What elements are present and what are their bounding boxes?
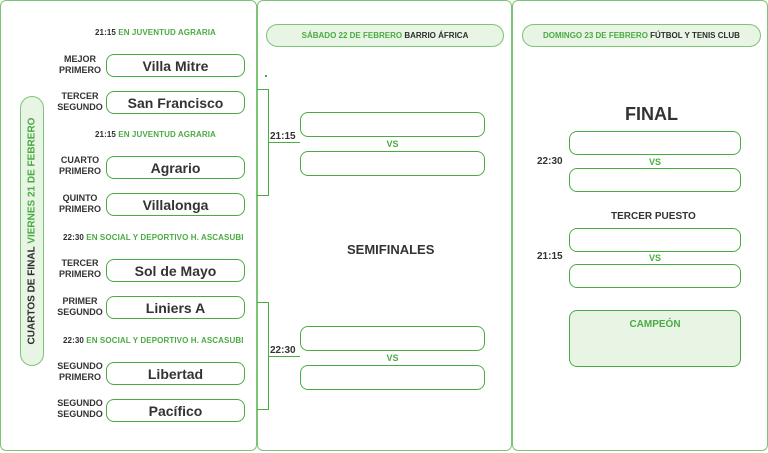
decorative-dot <box>265 75 267 77</box>
semifinal-2-slot-b <box>300 365 485 390</box>
final-vs: VS <box>648 157 661 167</box>
semifinal-1-time: 21:15 <box>270 131 296 142</box>
team-box: Libertad <box>106 362 245 385</box>
semifinals-date-pill: SÁBADO 22 DE FEBRERO BARRIO ÁFRICA <box>266 24 504 47</box>
semifinal-1-vs: VS <box>386 139 399 149</box>
team-box: Pacífico <box>106 399 245 422</box>
semifinal-2-vs: VS <box>386 353 399 363</box>
match-1-info: 21:15 EN JUVENTUD AGRARIA <box>95 28 216 37</box>
semifinal-1-slot-b <box>300 151 485 176</box>
match-3-info: 22:30 EN SOCIAL Y DEPORTIVO H. ASCASUBI <box>63 233 244 242</box>
final-time: 22:30 <box>537 156 563 167</box>
team-box: Villa Mitre <box>106 54 245 77</box>
third-place-slot-b <box>569 264 741 288</box>
quarterfinals-date: VIERNES 21 DE FEBRERO <box>26 117 38 244</box>
semifinal-1-slot-a <box>300 112 485 137</box>
team-box: Liniers A <box>106 296 245 319</box>
match-2-info: 21:15 EN JUVENTUD AGRARIA <box>95 130 216 139</box>
third-place-time: 21:15 <box>537 251 563 262</box>
team-box: Villalonga <box>106 193 245 216</box>
final-slot-a <box>569 131 741 155</box>
semifinal-2-time: 22:30 <box>270 345 296 356</box>
third-place-vs: VS <box>648 253 661 263</box>
third-place-title: TERCER PUESTO <box>611 211 696 222</box>
third-place-slot-a <box>569 228 741 252</box>
final-title: FINAL <box>625 104 678 124</box>
team-box: Agrario <box>106 156 245 179</box>
match-4-info: 22:30 EN SOCIAL Y DEPORTIVO H. ASCASUBI <box>63 336 244 345</box>
champion-box: CAMPEÓN <box>569 310 741 367</box>
quarterfinals-label: CUARTOS DE FINAL <box>26 246 38 345</box>
quarterfinals-date-pill: CUARTOS DE FINAL VIERNES 21 DE FEBRERO <box>20 96 44 366</box>
semifinals-title: SEMIFINALES <box>347 242 435 257</box>
team-box: San Francisco <box>106 91 245 114</box>
bracket-connector <box>268 356 300 357</box>
team-box: Sol de Mayo <box>106 259 245 282</box>
champion-label: CAMPEÓN <box>629 319 681 330</box>
final-date-pill: DOMINGO 23 DE FEBRERO FÚTBOL Y TENIS CLU… <box>522 24 761 47</box>
final-slot-b <box>569 168 741 192</box>
final-panel <box>512 0 768 451</box>
semifinal-2-slot-a <box>300 326 485 351</box>
bracket-connector <box>268 142 300 143</box>
